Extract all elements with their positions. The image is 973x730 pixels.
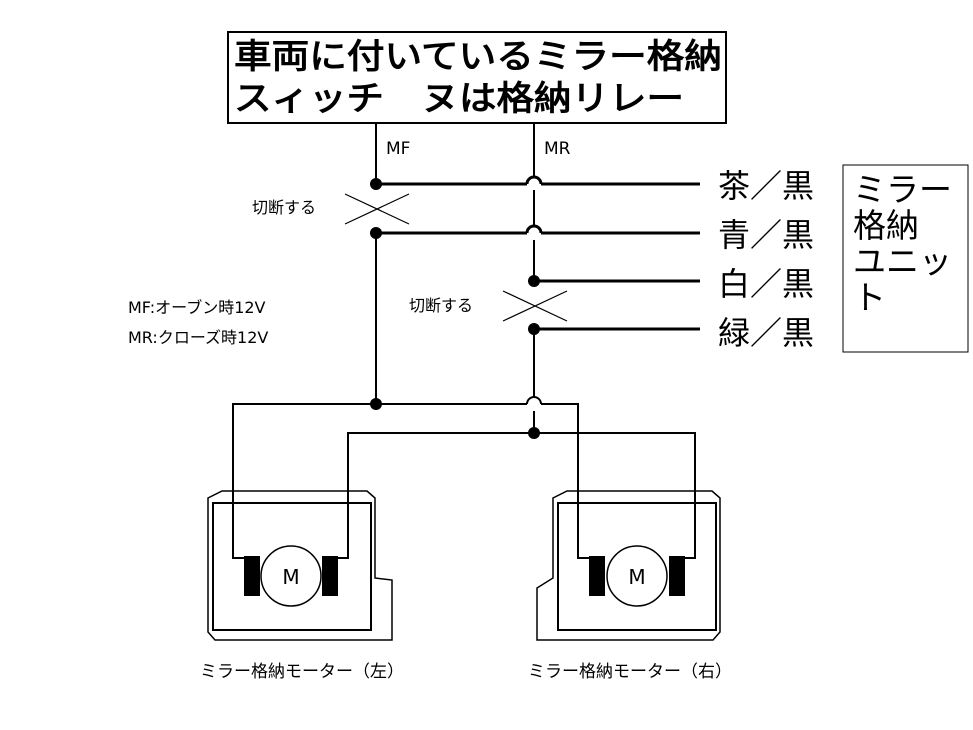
switch-box: 車両に付いているミラー格納 スィッチ ヌは格納リレー (227, 31, 727, 124)
motor-symbol: M (628, 565, 645, 589)
note-mr: MR:クローズ時12V (128, 328, 268, 347)
motor-rotor (606, 545, 668, 607)
motor-symbol: M (282, 565, 299, 589)
blue-black-wire (376, 224, 700, 235)
brush-left (244, 556, 260, 596)
brush-left (589, 556, 605, 596)
junction-dot (370, 227, 382, 239)
junction-dot (528, 275, 540, 287)
motor-left: M (207, 490, 393, 641)
switch-box-title-line2: スィッチ ヌは格納リレー (234, 79, 684, 119)
brush-right (669, 556, 685, 596)
mirror-unit-box: ミラー 格納 ユニッ ト (842, 164, 969, 353)
motor-bus-wires (232, 396, 696, 490)
color-label-green-black: 緑／黒 (718, 314, 814, 352)
mirror-unit-line4: ト (853, 278, 886, 317)
wire-color-labels: 茶／黒 青／黒 白／黒 緑／黒 (718, 167, 814, 352)
brown-black-wire (376, 175, 700, 186)
note-mf: MF:オーブン時12V (128, 298, 266, 317)
cut-label-right: 切断する (409, 296, 473, 315)
junction-dot (370, 178, 382, 190)
mf-label: MF (386, 139, 410, 159)
color-label-white-black: 白／黒 (718, 265, 814, 303)
motor-right: M (536, 490, 721, 641)
motor-right-caption: ミラー格納モーター（右） (528, 662, 732, 682)
motor-rotor (260, 545, 322, 607)
color-label-blue-black: 青／黒 (718, 216, 814, 254)
motor-left-caption: ミラー格納モーター（左） (200, 662, 404, 682)
mirror-unit-line3: ユニッ (853, 242, 952, 281)
mirror-unit-line1: ミラー (853, 170, 952, 209)
switch-box-title-line1: 車両に付いているミラー格納 (234, 37, 722, 77)
brush-right (322, 556, 338, 596)
mr-label: MR (544, 139, 571, 159)
cut-label-left: 切断する (252, 198, 316, 217)
cut-mark-right (502, 290, 568, 322)
junction-dot (528, 323, 540, 335)
color-label-brown-black: 茶／黒 (718, 167, 814, 205)
cut-mark-left (344, 193, 410, 225)
mirror-unit-line2: 格納 (853, 206, 919, 245)
junction-dots (370, 178, 540, 439)
